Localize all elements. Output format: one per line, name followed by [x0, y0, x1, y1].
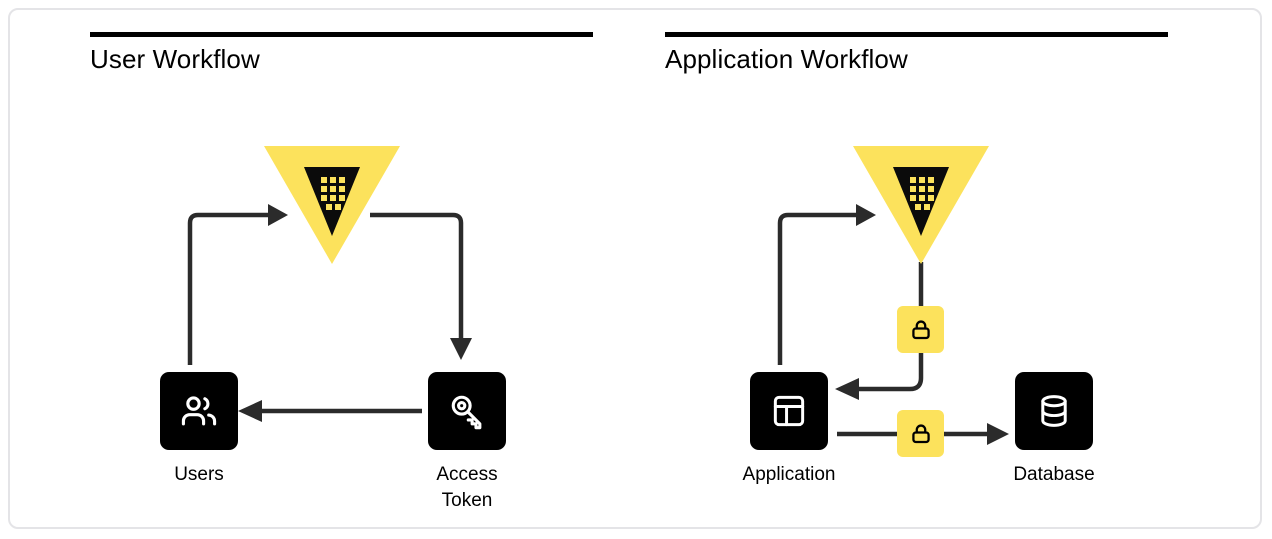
edge-application-to-vault: [777, 212, 859, 365]
vault-triangle-icon: [853, 146, 989, 269]
lock-icon: [911, 319, 930, 339]
edge-users-to-vault: [187, 212, 272, 365]
node-label-users: Users: [174, 464, 224, 485]
node-application[interactable]: [750, 372, 828, 450]
wires-left: [187, 204, 472, 422]
vault-triangle-icon: [264, 146, 400, 269]
node-label-database: Database: [1013, 464, 1095, 485]
node-label-application: Application: [742, 464, 836, 485]
key-icon: [451, 395, 482, 430]
panel-title-application-workflow: Application Workflow: [665, 44, 908, 74]
panel-title-rule-left: [90, 32, 593, 37]
arrowhead-application-to-database: [987, 423, 1009, 445]
layout-icon: [773, 395, 805, 427]
panel-user-workflow: User Workflow: [10, 10, 637, 527]
panel-application-workflow: Application Workflow: [637, 10, 1264, 527]
arrowhead-token-to-users: [238, 400, 262, 422]
badge-lock-lower[interactable]: [897, 410, 944, 457]
lock-icon: [911, 423, 930, 443]
node-users[interactable]: [160, 372, 238, 450]
badge-lock-upper[interactable]: [897, 306, 944, 353]
panel-title-rule-right: [665, 32, 1168, 37]
users-icon: [181, 396, 217, 426]
node-access-token[interactable]: [428, 372, 506, 450]
diagram-frame: User Workflow: [8, 8, 1262, 529]
database-icon: [1041, 395, 1067, 427]
node-label-access-token: Access Token: [436, 464, 498, 511]
panel-title-user-workflow: User Workflow: [90, 44, 260, 74]
node-database[interactable]: [1015, 372, 1093, 450]
arrowhead-vault-to-application: [835, 378, 859, 400]
arrowhead-vault-to-token: [450, 338, 472, 360]
wires-right: [777, 204, 1009, 445]
